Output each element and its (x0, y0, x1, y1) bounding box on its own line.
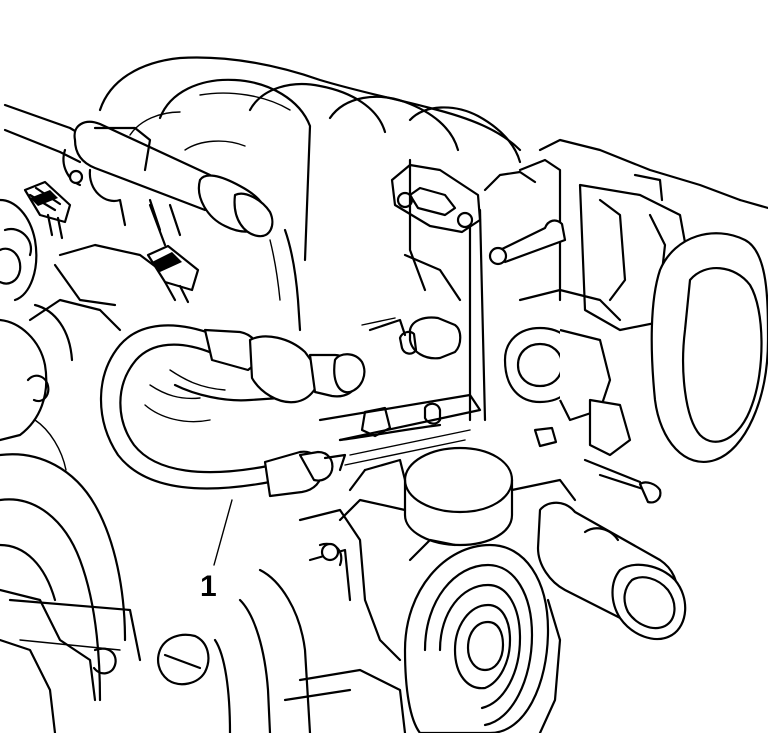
hose-assembly (99, 324, 366, 498)
fuel-injector-left (23, 180, 72, 240)
thermostat-housing (338, 446, 577, 547)
water-pump-pulley (403, 538, 562, 733)
left-cylinder-head (0, 198, 162, 733)
coolant-outlet (536, 501, 687, 640)
fuel-rail (3, 103, 274, 238)
fuel-injector-center (146, 203, 200, 304)
callout-leader-line (213, 499, 233, 566)
mounting-bracket (390, 158, 482, 302)
callout-1: 1 (200, 499, 233, 603)
vacuum-port (318, 393, 482, 466)
throttle-body (468, 138, 768, 504)
lower-engine-front (157, 508, 407, 733)
intake-manifold (98, 56, 522, 332)
pcv-fitting (361, 316, 462, 360)
callout-number: 1 (200, 570, 217, 603)
